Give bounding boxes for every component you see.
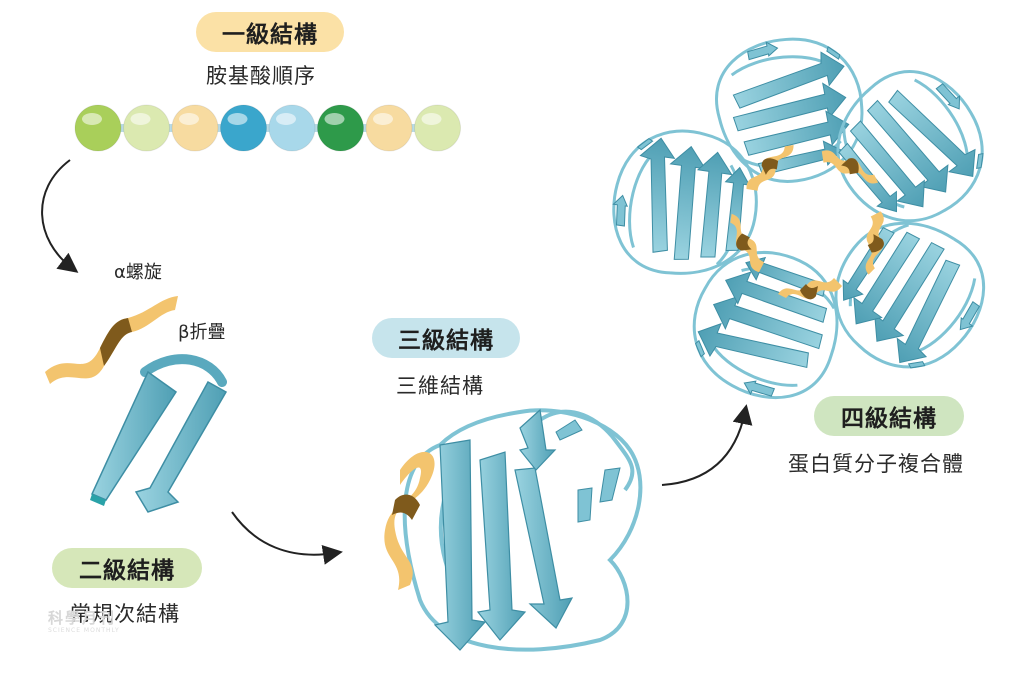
complex-helix-ring bbox=[730, 144, 884, 300]
amino-acid-bead bbox=[74, 104, 122, 152]
amino-acid-bead bbox=[171, 104, 219, 152]
amino-acid-bead bbox=[365, 104, 413, 152]
complex-helix bbox=[821, 150, 879, 184]
arrow-tertiary-to-quaternary bbox=[661, 404, 753, 486]
complex-subunit bbox=[715, 37, 864, 183]
tertiary-protein-fold bbox=[384, 408, 643, 652]
watermark-logo: 科學月刊 bbox=[48, 609, 117, 627]
alpha-helix-ribbon bbox=[45, 296, 178, 384]
arrow-secondary-to-tertiary bbox=[231, 511, 343, 565]
complex-subunit bbox=[836, 70, 984, 223]
amino-bead-chain bbox=[74, 104, 461, 152]
complex-subunit bbox=[692, 251, 839, 399]
amino-acid-bead bbox=[123, 104, 170, 152]
alpha-helix-label: α螺旋 bbox=[114, 262, 162, 283]
amino-bead-highlight bbox=[373, 113, 393, 125]
complex-helix bbox=[746, 144, 794, 191]
amino-bead-highlight bbox=[179, 113, 199, 125]
complex-helix bbox=[778, 278, 842, 300]
amino-bead-highlight bbox=[82, 113, 102, 125]
amino-bead-highlight bbox=[421, 113, 442, 125]
beta-sheet bbox=[90, 354, 228, 513]
amino-acid-bead bbox=[414, 104, 461, 152]
quaternary-structure-title: 四級結構 bbox=[814, 396, 964, 436]
primary-structure-title: 一級結構 bbox=[196, 12, 344, 52]
secondary-structure-subtitle: 常規次結構 bbox=[70, 602, 180, 626]
amino-acid-bead bbox=[268, 104, 316, 152]
quaternary-protein-complex bbox=[612, 37, 986, 399]
tertiary-structure-title: 三級結構 bbox=[372, 318, 520, 358]
complex-helix bbox=[865, 211, 884, 275]
tertiary-structure-subtitle: 三維結構 bbox=[396, 374, 484, 398]
amino-bead-highlight bbox=[276, 113, 296, 125]
watermark-sub: SCIENCE MONTHLY bbox=[48, 627, 120, 634]
complex-subunit bbox=[612, 129, 758, 275]
amino-bead-highlight bbox=[324, 113, 345, 125]
complex-subunit bbox=[834, 221, 986, 369]
arrow-primary-to-secondary bbox=[41, 159, 79, 273]
beta-sheet-label: β折疊 bbox=[178, 322, 226, 343]
complex-helix bbox=[730, 213, 765, 273]
amino-bead-highlight bbox=[130, 113, 151, 125]
amino-bead-highlight bbox=[227, 113, 248, 125]
amino-acid-bead bbox=[220, 104, 267, 152]
amino-acid-bead bbox=[317, 104, 364, 152]
quaternary-structure-subtitle: 蛋白質分子複合體 bbox=[788, 452, 964, 476]
primary-structure-subtitle: 胺基酸順序 bbox=[206, 64, 316, 88]
secondary-structure-title: 二級結構 bbox=[52, 548, 202, 588]
